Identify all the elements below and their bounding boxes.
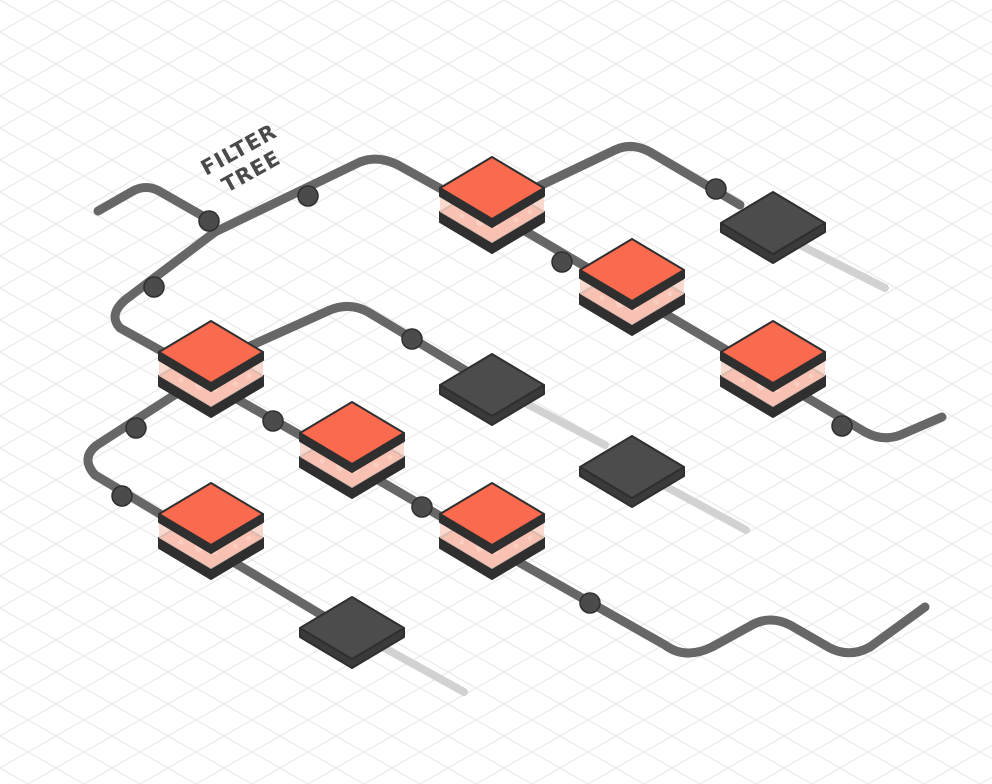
bubble xyxy=(513,543,519,549)
filter-unit xyxy=(439,482,545,580)
filter-unit xyxy=(720,320,826,418)
filter-unit xyxy=(439,156,545,254)
bubble xyxy=(232,381,238,387)
bubble xyxy=(178,539,184,545)
bubble xyxy=(599,295,605,301)
junction-node xyxy=(143,276,165,298)
pipe-network xyxy=(83,142,947,658)
junction-node xyxy=(125,417,147,439)
bubble xyxy=(513,217,519,223)
junction-node xyxy=(401,328,423,350)
filter-units xyxy=(158,156,826,580)
bubble xyxy=(232,543,238,549)
middle-chain-pipe xyxy=(230,393,930,658)
lower-left-branch-pipe xyxy=(83,380,195,525)
junction-node xyxy=(551,251,573,273)
junction-node xyxy=(705,178,727,200)
bubble xyxy=(319,458,325,464)
bubble xyxy=(178,377,184,383)
shadow-trail xyxy=(786,236,889,292)
bubble xyxy=(459,213,465,219)
bubble xyxy=(794,381,800,387)
upper-chain-pipe xyxy=(510,220,947,443)
filter-unit xyxy=(299,401,405,499)
filter-unit xyxy=(579,238,685,336)
inlet-pipe xyxy=(93,183,220,228)
end-blocks xyxy=(299,191,826,669)
junction-node xyxy=(831,415,853,437)
top-branch-pipe xyxy=(505,142,745,210)
middle-branch-pipe xyxy=(225,302,483,383)
lower-left-outlet-pipe xyxy=(225,555,335,625)
filter-unit xyxy=(158,482,264,580)
bubble xyxy=(808,373,814,379)
junction-node xyxy=(297,185,319,207)
bubble xyxy=(246,535,252,541)
end-block xyxy=(720,191,826,264)
junction-node xyxy=(198,210,220,232)
left-descent-pipe xyxy=(110,227,220,372)
bubble xyxy=(373,462,379,468)
junction-node xyxy=(262,410,284,432)
bubble xyxy=(653,299,659,305)
junction-node xyxy=(579,592,601,614)
bubble xyxy=(667,291,673,297)
trunk-pipe xyxy=(210,154,475,237)
end-block xyxy=(439,353,545,426)
junction-nodes xyxy=(111,178,853,614)
bubble xyxy=(459,539,465,545)
bubble xyxy=(527,209,533,215)
bubble xyxy=(740,377,746,383)
end-block xyxy=(299,596,405,669)
bubble xyxy=(527,535,533,541)
bubble xyxy=(246,373,252,379)
bubble xyxy=(387,454,393,460)
junction-node xyxy=(111,485,133,507)
filter-unit xyxy=(158,320,264,418)
end-block xyxy=(579,435,685,508)
junction-node xyxy=(411,496,433,518)
